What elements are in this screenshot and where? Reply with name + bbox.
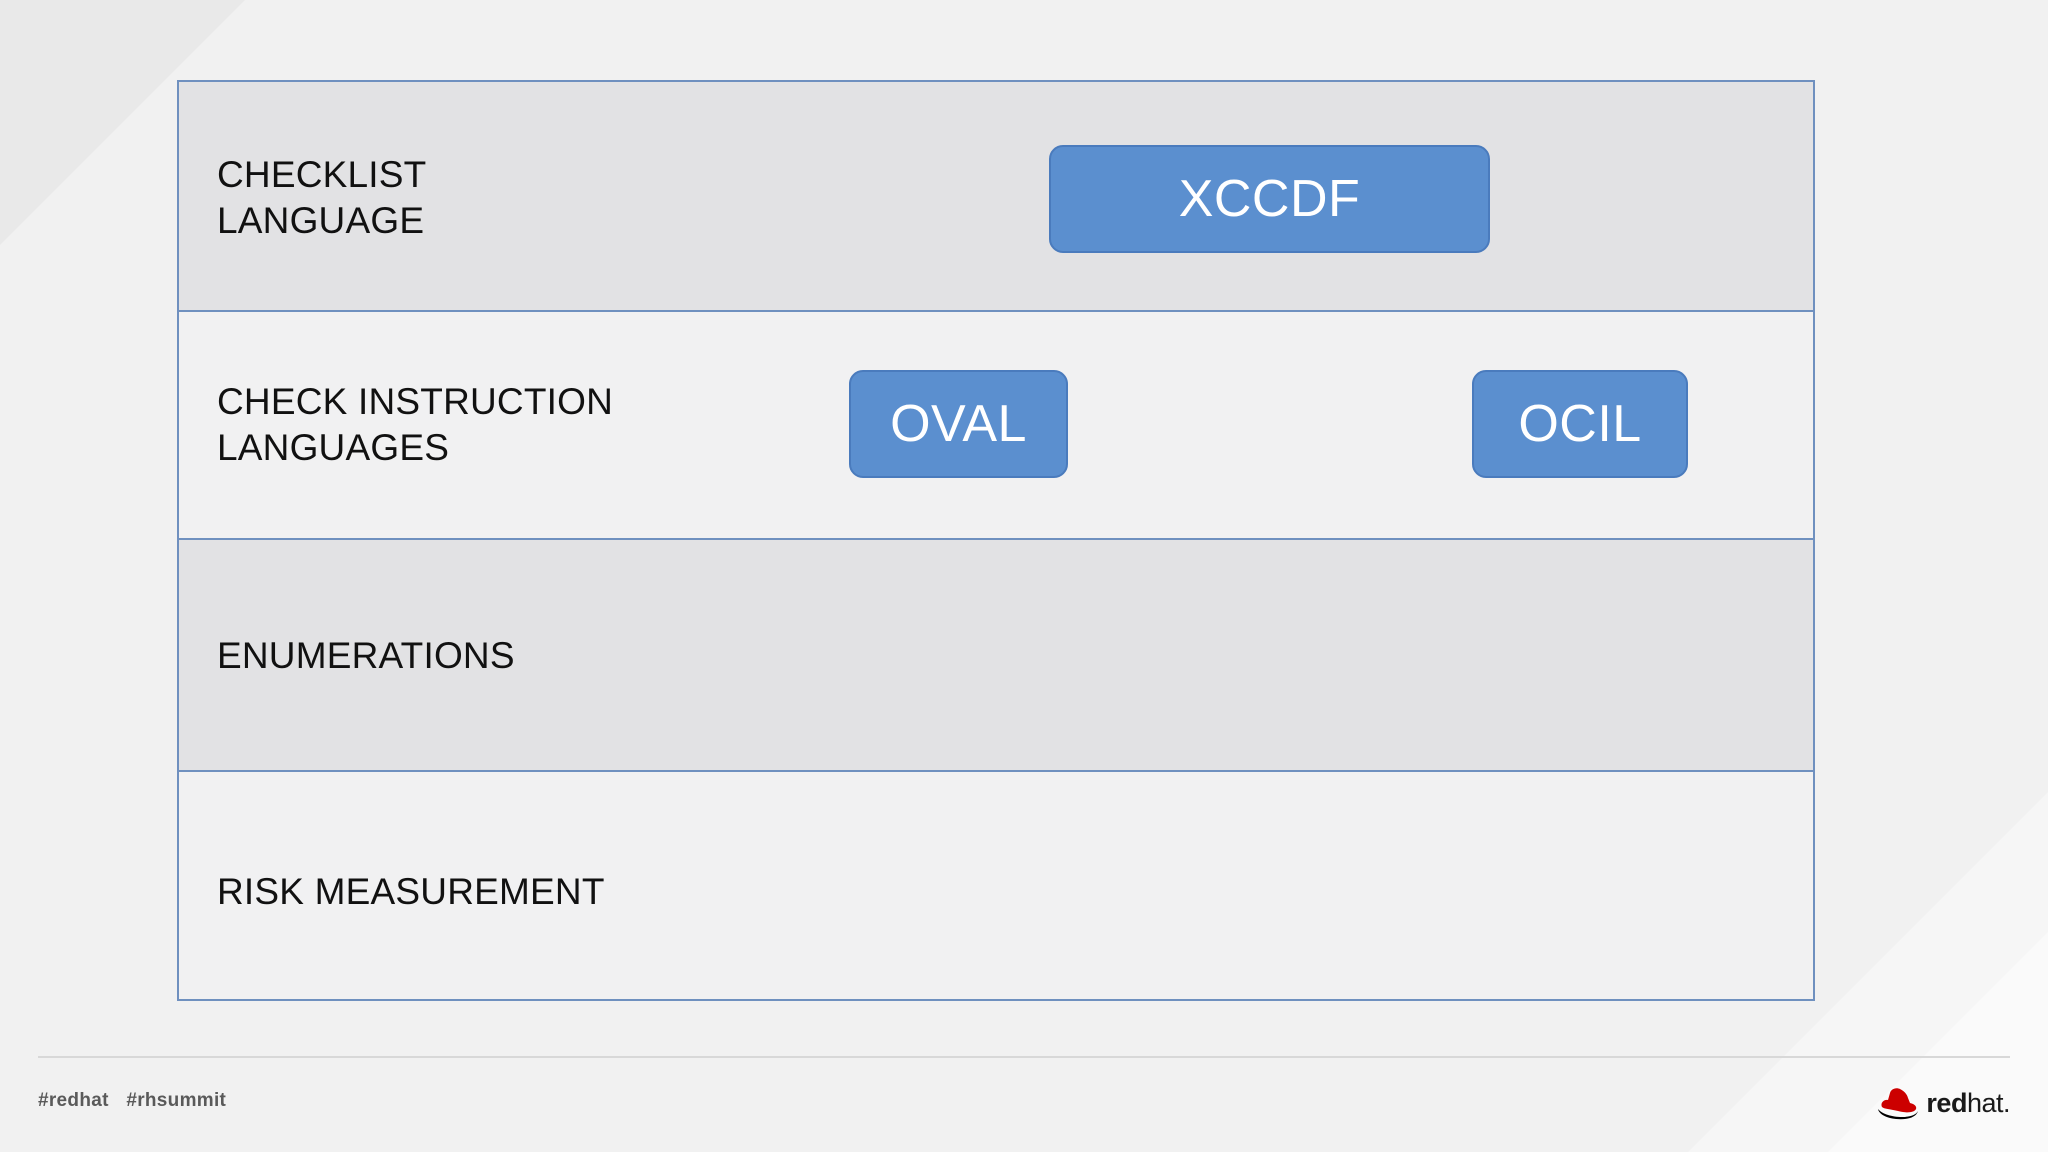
layer-label: ENUMERATIONS [217,635,515,676]
layer-enumerations: ENUMERATIONS [179,540,1813,772]
layer-risk-measurement: RISK MEASUREMENT [179,772,1813,999]
wordmark-red: red [1926,1087,1967,1118]
hashtag-rhsummit: #rhsummit [126,1090,227,1111]
footer-hashtags: #redhat #rhsummit [38,1090,238,1112]
wordmark-hat: hat. [1966,1087,2011,1118]
xccdf-box: XCCDF [1049,145,1490,253]
layer-label: CHECKLIST LANGUAGE [217,154,427,241]
ocil-box: OCIL [1472,370,1688,478]
layer-label: CHECK INSTRUCTION LANGUAGES [217,381,614,468]
redhat-logo: redhat. [1876,1082,2011,1124]
redhat-hat-icon [1878,1088,1919,1120]
oval-box: OVAL [849,370,1068,478]
hashtag-redhat: #redhat [38,1090,109,1111]
layer-checklist-language: CHECKLIST LANGUAGE XCCDF [179,82,1813,312]
layer-label: RISK MEASUREMENT [217,871,605,912]
redhat-wordmark: redhat. [1926,1088,2010,1119]
scap-layer-diagram: CHECKLIST LANGUAGE XCCDF CHECK INSTRUCTI… [177,80,1815,1001]
footer-divider [38,1056,2010,1058]
layer-check-instruction-languages: CHECK INSTRUCTION LANGUAGES OVAL OCIL [179,312,1813,540]
